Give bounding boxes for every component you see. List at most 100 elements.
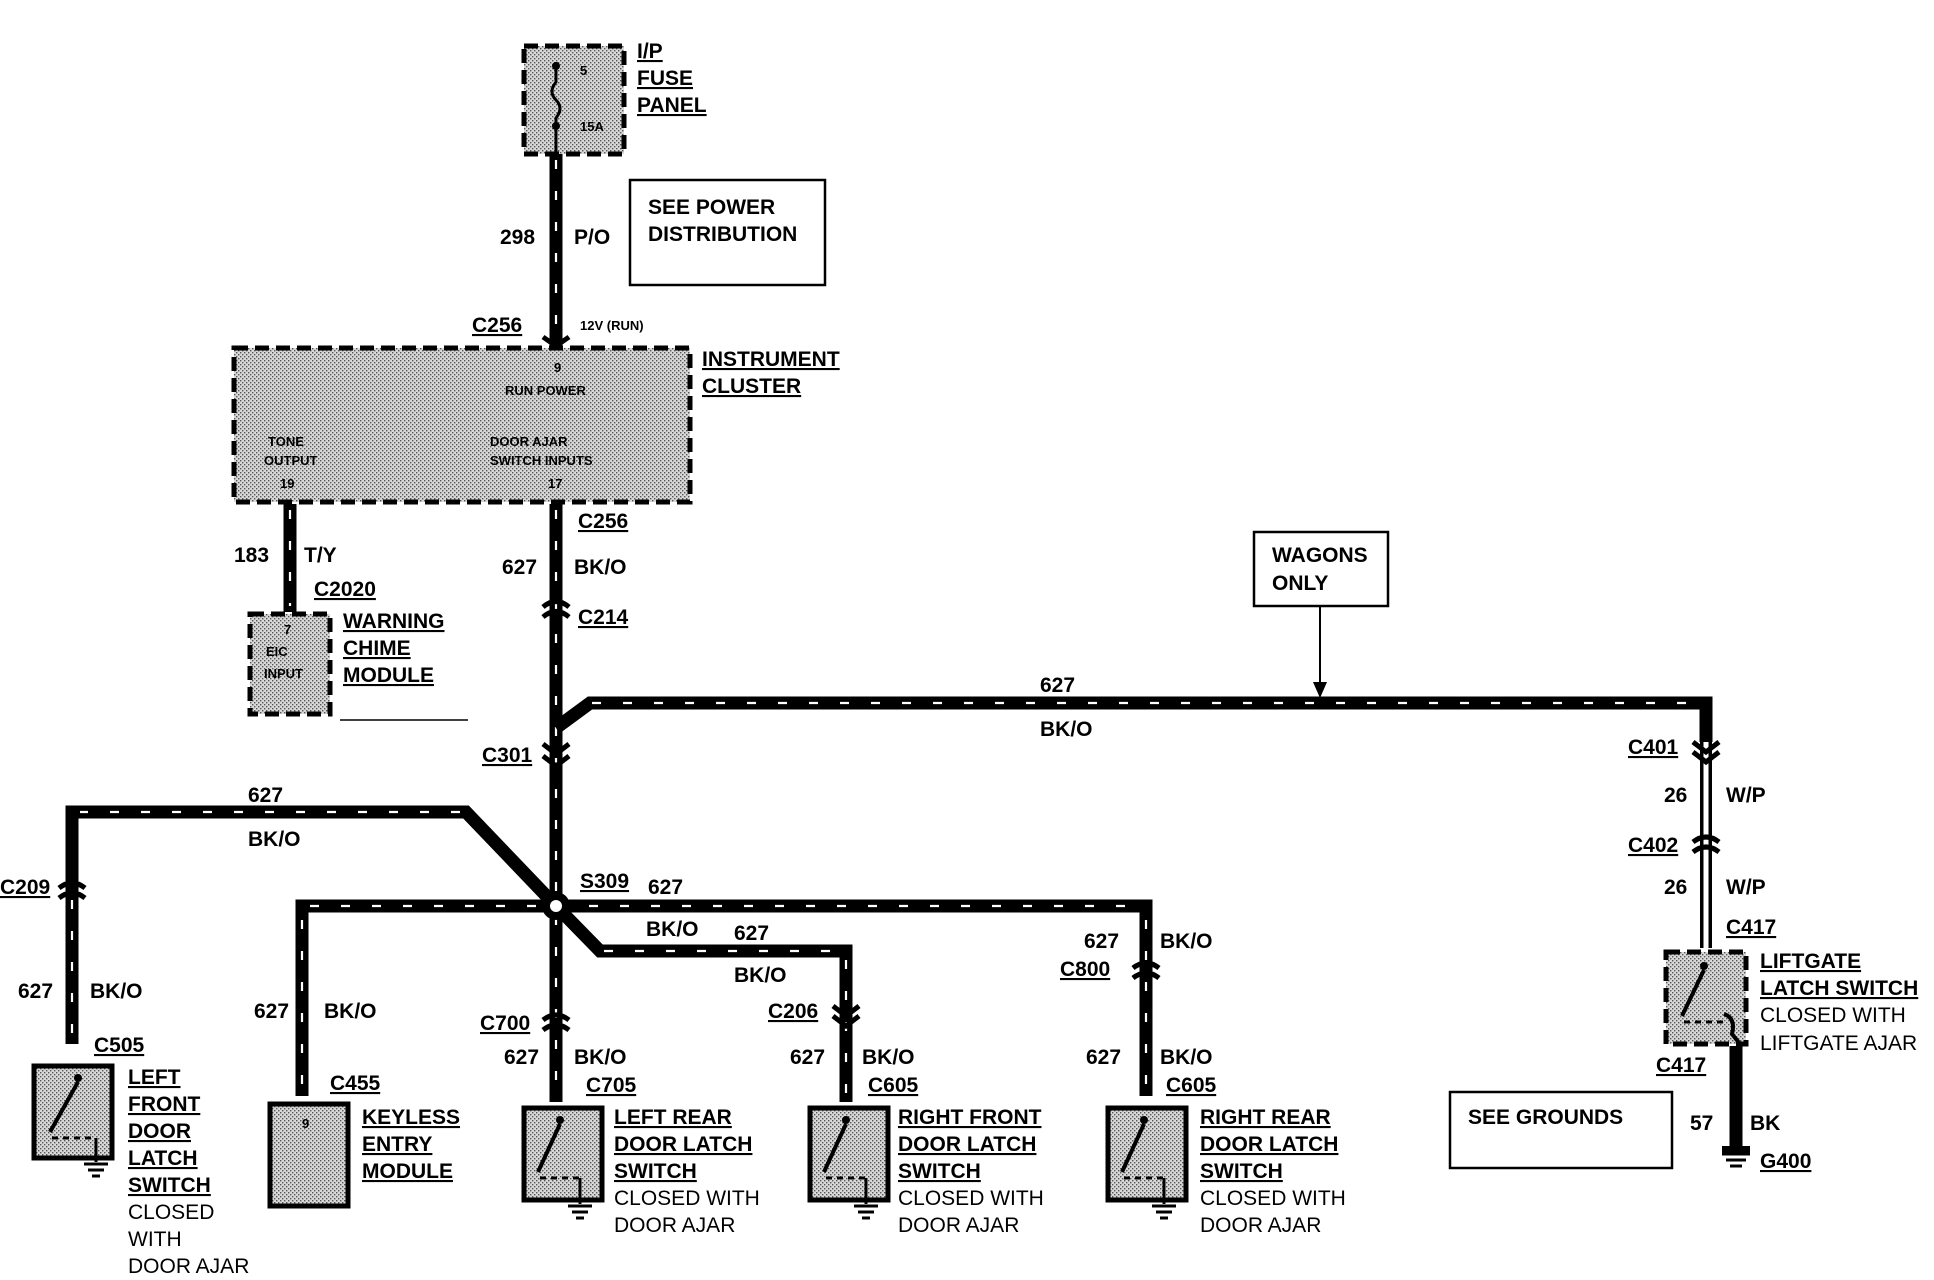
label-627-lr-circuit: 627 xyxy=(504,1046,539,1069)
label-57-color: BK xyxy=(1750,1112,1780,1135)
cluster-pin-run: 9 xyxy=(554,360,561,375)
cluster-door-1: DOOR AJAR xyxy=(490,434,568,449)
lf-title-3: DOOR xyxy=(128,1120,191,1143)
fuse-number: 5 xyxy=(580,63,587,78)
label-627-rf-h2-color: BK/O xyxy=(734,964,787,987)
label-627-keyless-circuit: 627 xyxy=(254,1000,289,1023)
label-627-lf-color: BK/O xyxy=(90,980,143,1003)
label-g400: G400 xyxy=(1760,1150,1811,1173)
label-c417-top: C417 xyxy=(1726,916,1776,939)
right-front-door-latch-switch: RIGHT FRONT DOOR LATCH SWITCH CLOSED WIT… xyxy=(807,1105,1044,1237)
label-c700: C700 xyxy=(480,1012,530,1035)
rr-note-1: CLOSED WITH xyxy=(1200,1187,1346,1210)
cluster-door-2: SWITCH INPUTS xyxy=(490,453,593,468)
rf-note-2: DOOR AJAR xyxy=(898,1214,1019,1237)
label-627-rf-h-color: BK/O xyxy=(646,918,699,941)
wire-627-left-front xyxy=(65,805,561,1044)
connector-symbols xyxy=(57,334,1721,1033)
wagons-only-note: WAGONS ONLY xyxy=(1252,530,1390,698)
lf-title-5: SWITCH xyxy=(128,1174,211,1197)
label-627-keyless-color: BK/O xyxy=(324,1000,377,1023)
label-26-1-circuit: 26 xyxy=(1664,784,1687,807)
label-627-rf-circuit: 627 xyxy=(790,1046,825,1069)
lf-title-1: LEFT xyxy=(128,1066,181,1089)
chime-input-1: EIC xyxy=(266,644,288,659)
label-627-lf-circuit: 627 xyxy=(18,980,53,1003)
label-c705: C705 xyxy=(586,1074,637,1097)
label-627-lf-h-circuit: 627 xyxy=(248,784,283,807)
keyless-title-3: MODULE xyxy=(362,1160,453,1183)
rf-note-1: CLOSED WITH xyxy=(898,1187,1044,1210)
ground-g400 xyxy=(1722,1146,1750,1168)
label-s309: S309 xyxy=(580,870,629,893)
label-c214: C214 xyxy=(578,606,629,629)
rf-title-2: DOOR LATCH xyxy=(898,1133,1036,1156)
label-627-rr-top-color: BK/O xyxy=(1160,930,1213,953)
lf-note-2: WITH xyxy=(128,1228,182,1251)
label-c505: C505 xyxy=(94,1034,145,1057)
power-note-line-2: DISTRIBUTION xyxy=(648,223,797,246)
lf-title-2: FRONT xyxy=(128,1093,200,1116)
keyless-title-1: KEYLESS xyxy=(362,1106,460,1129)
lr-note-1: CLOSED WITH xyxy=(614,1187,760,1210)
left-rear-door-latch-switch: LEFT REAR DOOR LATCH SWITCH CLOSED WITH … xyxy=(521,1105,760,1237)
chime-title-3: MODULE xyxy=(343,664,434,687)
label-c256-top: C256 xyxy=(472,314,522,337)
label-183-color: T/Y xyxy=(304,544,337,567)
rf-title-1: RIGHT FRONT xyxy=(898,1106,1042,1129)
label-26-1-color: W/P xyxy=(1726,784,1766,807)
label-627-rf-h-circuit: 627 xyxy=(734,922,769,945)
label-c206: C206 xyxy=(768,1000,818,1023)
label-c256-bottom: C256 xyxy=(578,510,628,533)
label-298-color: P/O xyxy=(574,226,610,249)
connector-labels: C256 C256 C2020 C214 C301 C209 S309 C505… xyxy=(0,314,1811,1173)
lg-note-2: LIFTGATE AJAR xyxy=(1760,1032,1917,1055)
label-voltage: 12V (RUN) xyxy=(580,318,644,333)
label-c605-rf: C605 xyxy=(868,1074,919,1097)
power-distribution-note: SEE POWER DISTRIBUTION xyxy=(628,178,827,287)
cluster-tone-1: TONE xyxy=(268,434,304,449)
label-627-trunk-circuit: 627 xyxy=(502,556,537,579)
fuse-panel: 5 15A I/P FUSE PANEL xyxy=(521,40,707,157)
chime-pin: 7 xyxy=(284,622,291,637)
lf-note-3: DOOR AJAR xyxy=(128,1255,249,1278)
label-627-rr-circuit: 627 xyxy=(1086,1046,1121,1069)
fuse-panel-title-1: I/P xyxy=(637,40,663,63)
splice-s309 xyxy=(542,892,570,920)
right-rear-door-latch-switch: RIGHT REAR DOOR LATCH SWITCH CLOSED WITH… xyxy=(1105,1105,1346,1237)
cluster-tone-pin: 19 xyxy=(280,476,294,491)
rf-title-3: SWITCH xyxy=(898,1160,981,1183)
label-298-circuit: 298 xyxy=(500,226,535,249)
left-front-door-latch-switch: LEFT FRONT DOOR LATCH SWITCH CLOSED WITH… xyxy=(31,1063,249,1278)
wagons-line-1: WAGONS xyxy=(1272,544,1368,567)
lr-note-2: DOOR AJAR xyxy=(614,1214,735,1237)
see-grounds-note: SEE GROUNDS xyxy=(1448,1090,1674,1170)
label-627-trunk-color: BK/O xyxy=(574,556,627,579)
keyless-pin: 9 xyxy=(302,1116,309,1131)
wagons-line-2: ONLY xyxy=(1272,572,1328,595)
rr-title-3: SWITCH xyxy=(1200,1160,1283,1183)
rr-title-2: DOOR LATCH xyxy=(1200,1133,1338,1156)
label-26-2-color: W/P xyxy=(1726,876,1766,899)
fuse-rating: 15A xyxy=(580,119,604,134)
label-627-rr-top-circuit: 627 xyxy=(1084,930,1119,953)
label-627-lr-color: BK/O xyxy=(574,1046,627,1069)
lr-title-2: DOOR LATCH xyxy=(614,1133,752,1156)
lg-title-2: LATCH SWITCH xyxy=(1760,977,1918,1000)
rr-title-1: RIGHT REAR xyxy=(1200,1106,1331,1129)
cluster-title-1: INSTRUMENT xyxy=(702,348,840,371)
label-c800: C800 xyxy=(1060,958,1110,981)
instrument-cluster: 9 RUN POWER TONE OUTPUT 19 DOOR AJAR SWI… xyxy=(231,345,840,505)
fuse-panel-title-2: FUSE xyxy=(637,67,693,90)
label-627-rr-color: BK/O xyxy=(1160,1046,1213,1069)
label-c455: C455 xyxy=(330,1072,381,1095)
label-c301: C301 xyxy=(482,744,533,767)
wire-627-wagons xyxy=(552,696,1713,742)
label-c401: C401 xyxy=(1628,736,1679,759)
power-note-line-1: SEE POWER xyxy=(648,196,775,219)
label-c402: C402 xyxy=(1628,834,1678,857)
lg-title-1: LIFTGATE xyxy=(1760,950,1861,973)
lf-title-4: LATCH xyxy=(128,1147,198,1170)
liftgate-latch-switch: LIFTGATE LATCH SWITCH CLOSED WITH LIFTGA… xyxy=(1663,949,1918,1055)
